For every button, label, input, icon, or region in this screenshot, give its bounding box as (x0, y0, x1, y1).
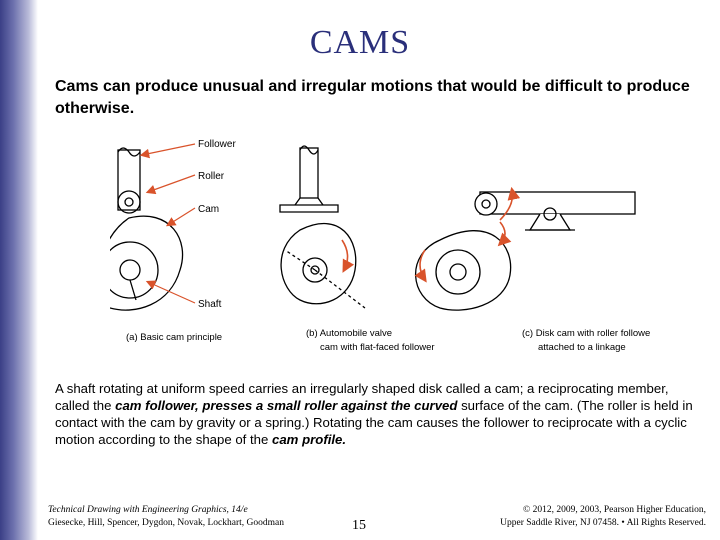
body-bold-1: cam follower, presses a small roller aga… (115, 398, 458, 413)
caption-a-line1: (a) Basic cam principle (126, 332, 222, 343)
caption-c-line2: attached to a linkage (538, 342, 626, 353)
caption-b-line2: cam with flat-faced follower (320, 342, 435, 353)
page-number: 15 (352, 518, 366, 533)
label-shaft: Shaft (198, 299, 222, 310)
body-text-2: surface of the cam. (The roller is held … (55, 398, 693, 447)
caption-b-line1: (b) Automobile valve (306, 328, 392, 339)
label-roller: Roller (198, 171, 225, 182)
figure-c-motion-arrow (499, 186, 521, 221)
body-paragraph: A shaft rotating at uniform speed carrie… (55, 380, 695, 448)
label-cam: Cam (198, 204, 219, 215)
caption-c-line1: (c) Disk cam with roller follower (522, 328, 650, 339)
intro-text: Cams can produce unusual and irregular m… (55, 78, 690, 117)
footer-left: Technical Drawing with Engineering Graph… (48, 504, 284, 530)
figure-c (415, 191, 636, 311)
label-follower: Follower (198, 139, 236, 150)
figure-a (110, 147, 184, 311)
figure-b (279, 145, 366, 309)
footer-authors: Giesecke, Hill, Spencer, Dygdon, Novak, … (48, 518, 285, 528)
body-text-1: A shaft rotating at uniform speed carrie… (55, 381, 669, 413)
footer-right: © 2012, 2009, 2003, Pearson Higher Educa… (500, 504, 706, 530)
cam-figure: Follower Roller Cam Shaft (a) Basic cam … (110, 139, 650, 353)
figure-b-rotation-arrow (341, 239, 355, 273)
figure-a-leaders (139, 143, 196, 304)
figure-c-motion-arrow-2 (497, 221, 512, 247)
footer-copyright: © 2012, 2009, 2003, Pearson Higher Educa… (523, 505, 706, 515)
body-bold-2: cam profile. (272, 432, 347, 447)
footer-rights: Upper Saddle River, NJ 07458. • All Righ… (500, 518, 706, 528)
left-decorative-bar (0, 0, 38, 540)
footer-book-title: Technical Drawing with Engineering Graph… (48, 505, 248, 515)
figure-c-rotation-arrow (414, 249, 427, 283)
slide-title: CAMS (309, 24, 411, 61)
